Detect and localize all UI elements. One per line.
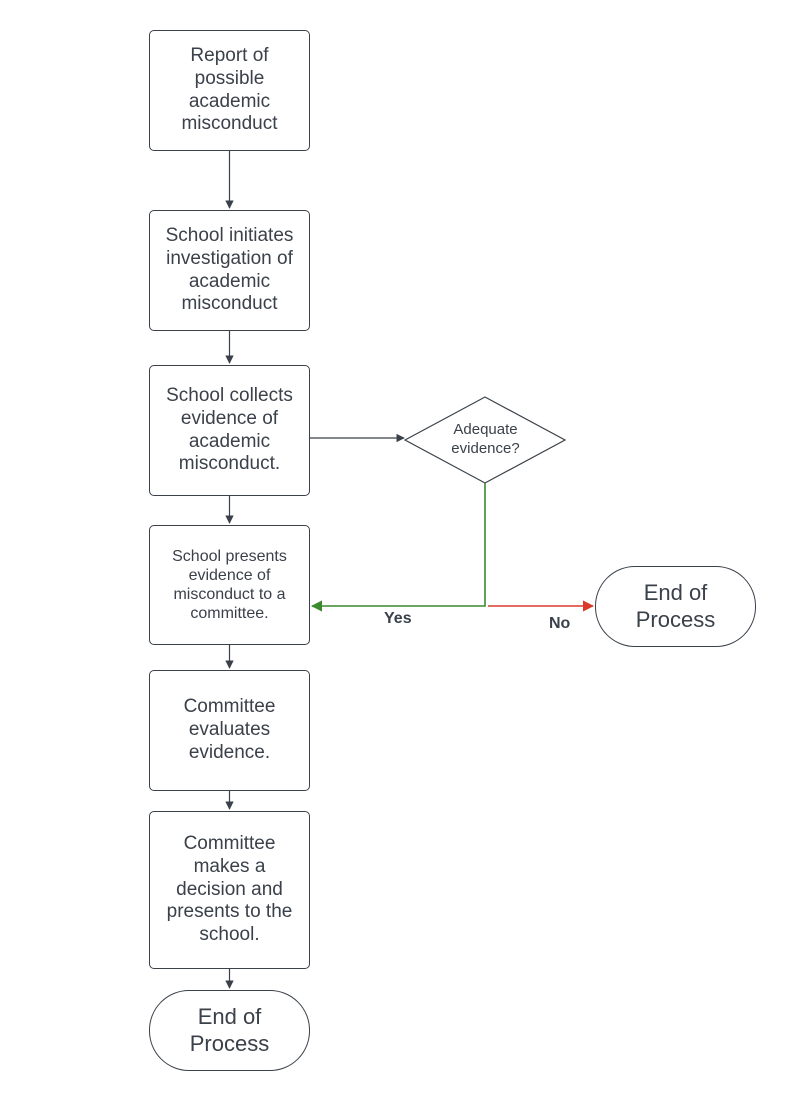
- terminal-label: End of Process: [635, 580, 716, 632]
- terminal-end-of-process-no: End of Process: [595, 566, 756, 647]
- node-label: School initiates investigation of academ…: [165, 224, 294, 315]
- node-school-collects-evidence: School collects evidence of academic mis…: [149, 365, 310, 496]
- node-committee-evaluates: Committee evaluates evidence.: [149, 670, 310, 791]
- node-label: Report of possible academic misconduct: [181, 44, 278, 135]
- arrow-yes-branch: [310, 483, 486, 612]
- edge-label-yes: Yes: [384, 610, 412, 627]
- node-committee-decides: Committee makes a decision and presents …: [149, 811, 310, 969]
- terminal-end-of-process-main: End of Process: [149, 990, 310, 1071]
- decision-diamond: [403, 396, 567, 484]
- node-report-of-misconduct: Report of possible academic misconduct: [149, 30, 310, 151]
- node-label: Committee evaluates evidence.: [183, 696, 276, 763]
- edge-label-no: No: [549, 615, 571, 632]
- decision-adequate-evidence-label: Adequate evidence?: [451, 421, 520, 457]
- node-label: School collects evidence of academic mis…: [166, 384, 293, 475]
- node-school-presents-evidence: School presents evidence of misconduct t…: [149, 525, 310, 645]
- terminal-label: End of Process: [189, 1004, 270, 1056]
- node-label: School presents evidence of misconduct t…: [172, 547, 287, 623]
- node-label: Committee makes a decision and presents …: [166, 833, 293, 946]
- node-school-initiates-investigation: School initiates investigation of academ…: [149, 210, 310, 331]
